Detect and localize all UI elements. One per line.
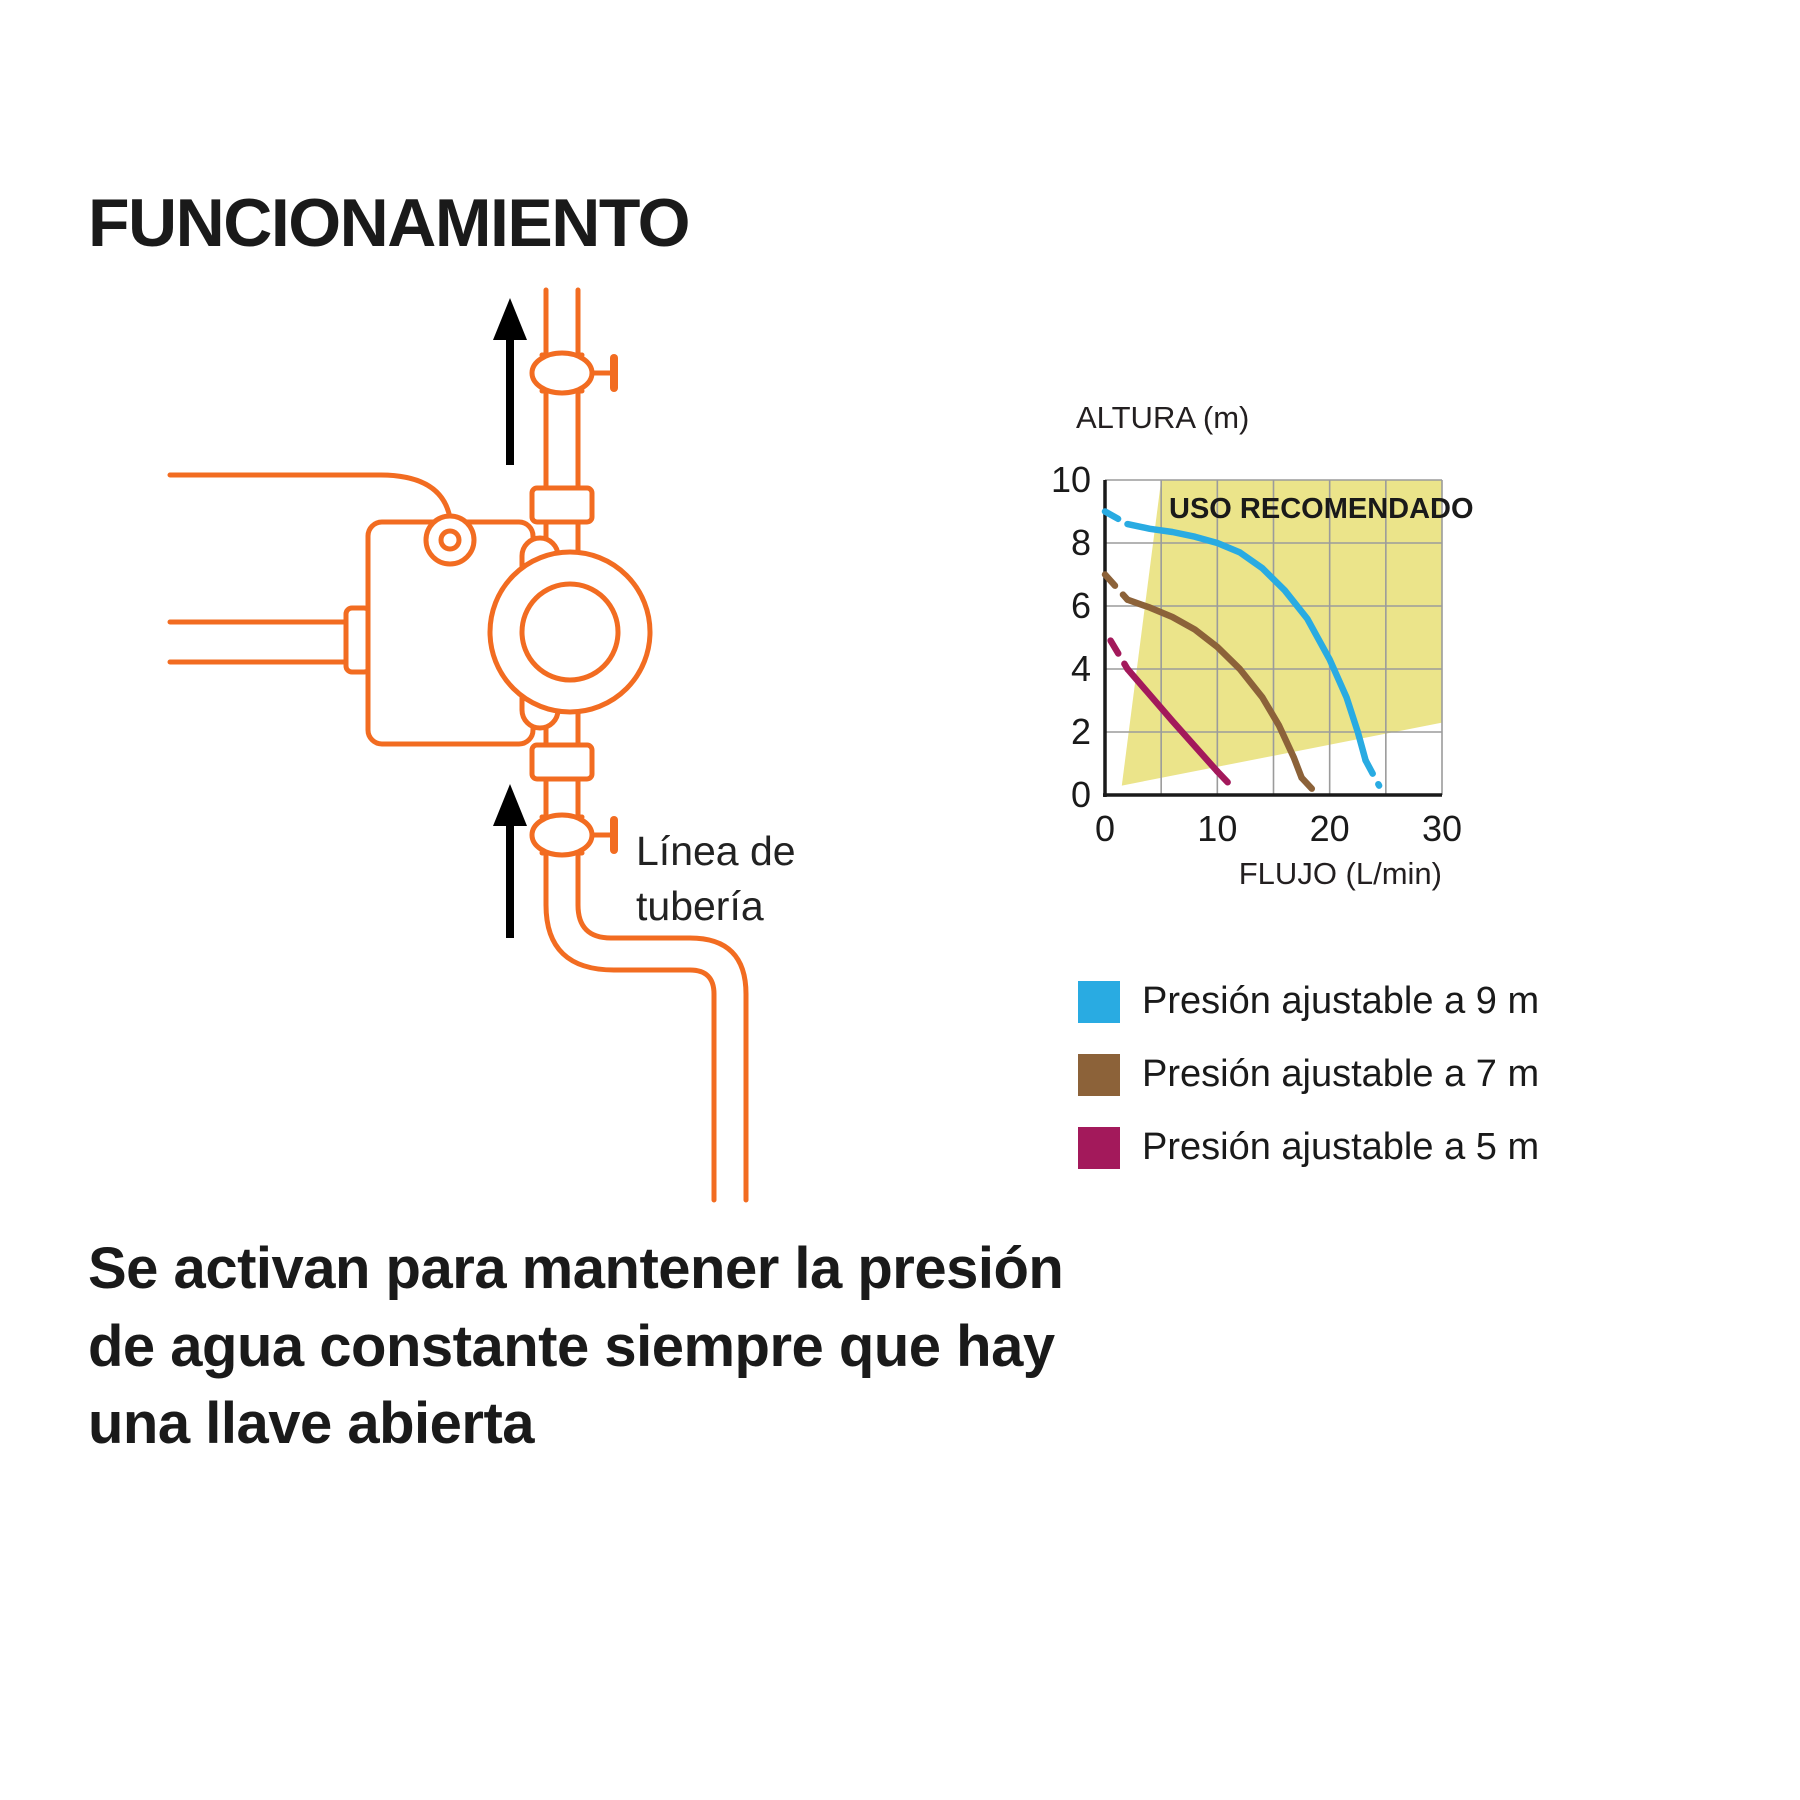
series-dashed-tail: [1214, 768, 1239, 794]
pump-diagram: [167, 287, 749, 1203]
series-curve: [1124, 596, 1305, 781]
pipe-flanges: [529, 485, 595, 782]
description-line3: una llave abierta: [88, 1391, 535, 1457]
flow-arrow-up-bottom: [493, 784, 527, 938]
y-tick-label: 2: [1071, 711, 1091, 752]
pipe-line-label-line2: tubería: [636, 882, 764, 929]
x-tick-label: 30: [1422, 808, 1462, 849]
bottom-valve-icon: [529, 812, 618, 858]
x-tick-label: 10: [1197, 808, 1237, 849]
series-dashed-tail: [1298, 774, 1320, 797]
series-curve: [1124, 665, 1221, 775]
chart-legend: Presión ajustable a 9 m Presión ajustable…: [1078, 980, 1539, 1169]
description-line2: de agua constante siempre que hay: [88, 1313, 1055, 1379]
x-tick-label: 0: [1095, 808, 1115, 849]
description-text: Se activan para mantener la presión de a…: [88, 1230, 1064, 1463]
recommended-region: [1121, 480, 1442, 786]
y-tick-label: 6: [1071, 585, 1091, 626]
y-axis-title: ALTURA (m): [1076, 400, 1250, 435]
legend-label: Presión ajustable a 5 m: [1142, 1126, 1540, 1168]
legend-swatch: [1078, 1053, 1120, 1096]
series-dashed-head: [1101, 508, 1131, 528]
legend-label: Presión ajustable a 7 m: [1142, 1053, 1540, 1095]
x-axis-title: FLUJO (L/min): [1238, 856, 1442, 891]
flow-arrow-up-top: [493, 298, 527, 465]
top-valve-icon: [529, 350, 618, 396]
pump-body: [343, 513, 653, 747]
legend-item: Presión ajustable a 9 m: [1078, 980, 1539, 1023]
legend-swatch: [1078, 1126, 1120, 1169]
y-tick-label: 8: [1071, 522, 1091, 563]
description-line1: Se activan para mantener la presión: [88, 1236, 1064, 1301]
series-dashed-head: [1101, 571, 1131, 603]
x-tick-label: 20: [1310, 808, 1350, 849]
legend-item: Presión ajustable a 7 m: [1078, 1053, 1539, 1096]
y-tick-label: 10: [1051, 459, 1091, 500]
legend-swatch: [1078, 980, 1120, 1023]
page-title: FUNCIONAMIENTO: [88, 184, 691, 261]
y-tick-label: 4: [1071, 648, 1091, 689]
pipe-line-label-line1: Línea de: [636, 828, 796, 874]
y-tick-label: 0: [1071, 774, 1091, 815]
series-curve: [1124, 520, 1369, 764]
recommended-region-label: USO RECOMENDADO: [1169, 493, 1474, 525]
legend-item: Presión ajustable a 5 m: [1078, 1126, 1539, 1169]
performance-chart: USO RECOMENDADO 0 2 4 6 8 10 0 10 20 30: [1051, 459, 1474, 849]
pipe-line-label: Línea de tubería: [636, 824, 796, 934]
legend-label: Presión ajustable a 9 m: [1142, 980, 1540, 1022]
series-dashed-head: [1107, 637, 1131, 673]
series-dashed-tail: [1362, 757, 1383, 789]
